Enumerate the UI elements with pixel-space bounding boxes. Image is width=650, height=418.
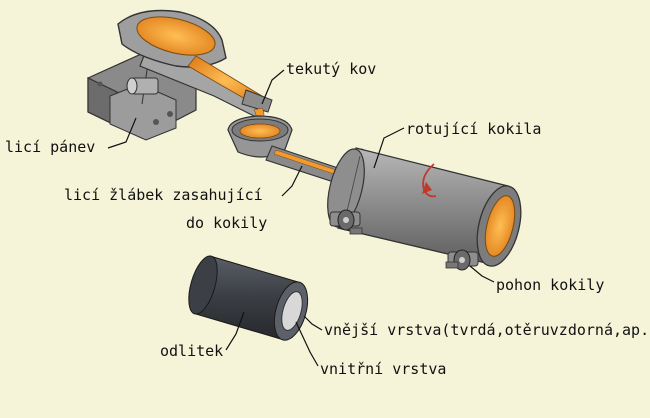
label-inner-layer: vnitřní vrstva <box>320 360 446 378</box>
label-mold-drive: pohon kokily <box>496 276 604 294</box>
drive-roller-left <box>330 210 362 234</box>
label-molten-metal: tekutý kov <box>286 60 376 78</box>
label-rotating-mold: rotující kokila <box>406 120 541 138</box>
drive-roller-right <box>446 250 478 270</box>
label-ladle: licí pánev <box>5 138 95 156</box>
label-casting: odlitek <box>160 342 223 360</box>
casting <box>183 253 313 344</box>
label-trough-line2: do kokily <box>186 214 267 232</box>
leader-inner-layer <box>296 322 318 366</box>
label-outer-layer: vnější vrstva(tvrdá,otěruvzdorná,ap.) <box>324 321 650 339</box>
rotating-mold-assembly <box>321 145 529 271</box>
trough-molten-metal <box>240 124 280 138</box>
label-trough-line1: licí žlábek zasahující <box>64 186 263 204</box>
leader-mold-drive <box>470 266 494 282</box>
leader-outer-layer <box>304 316 322 330</box>
trough-assembly <box>228 116 344 184</box>
